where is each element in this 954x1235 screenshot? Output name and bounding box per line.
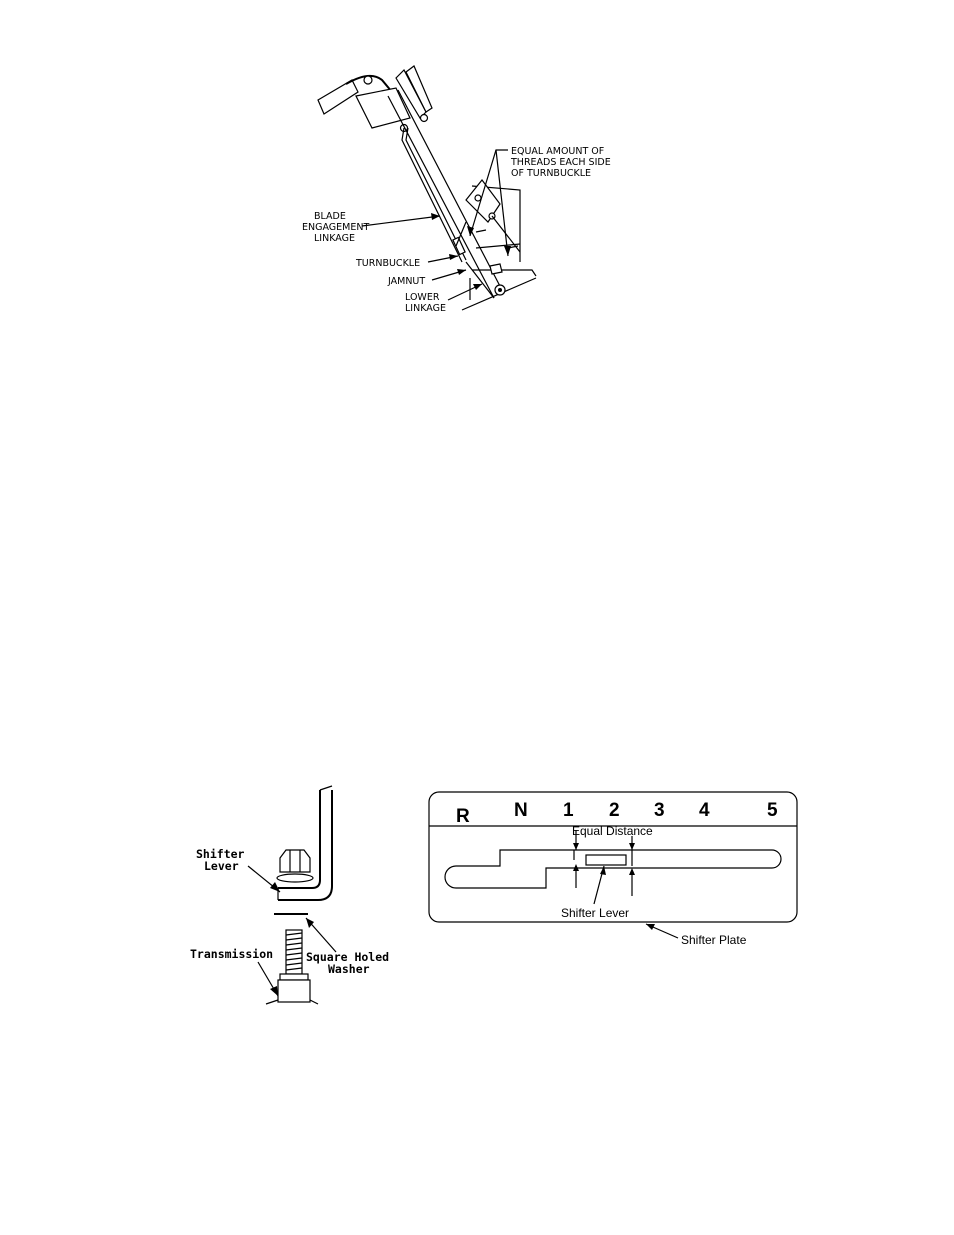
shifter-lever-diagram: Shifter Lever Transmission Square Holed … [190, 786, 389, 1004]
gear-5: 5 [767, 800, 778, 821]
threads-label-line1: EQUAL AMOUNT OF [511, 146, 604, 157]
lever-arm-outer [278, 790, 332, 900]
lower-label-line1: LOWER [405, 292, 440, 303]
shifter-lever-block [586, 855, 626, 865]
bracket-bolt-1 [475, 195, 481, 201]
blade-label-line1: BLADE [314, 211, 346, 222]
equal-distance-label: Equal Distance [572, 824, 653, 838]
transmission-label: Transmission [190, 947, 273, 961]
dim-arrowhead-1 [573, 843, 579, 850]
upper-bolt [421, 115, 428, 122]
blade-linkage-diagram: EQUAL AMOUNT OF THREADS EACH SIDE OF TUR… [302, 66, 611, 314]
threads-arrow-2 [504, 246, 511, 256]
turnbuckle-arrow [449, 254, 458, 260]
lever-arrow [600, 866, 606, 875]
dim-arrowhead-4 [629, 868, 635, 875]
gear-n: N [514, 800, 528, 821]
blade-leader [362, 216, 440, 226]
latch [490, 264, 502, 274]
gear-4: 4 [699, 800, 710, 821]
handle-grip [318, 80, 358, 114]
gear-2: 2 [609, 800, 620, 821]
boss-collar [280, 974, 308, 980]
lower-pivot-center [498, 288, 502, 292]
jamnut-label: JAMNUT [387, 276, 425, 287]
shifter-lever-label: Shifter Lever [561, 906, 629, 920]
gear-1: 1 [563, 800, 574, 821]
lever-arm-top [320, 786, 332, 790]
dim-arrowhead-3 [629, 843, 635, 850]
blade-label-line3: LINKAGE [314, 233, 355, 244]
lever-arm-inner [278, 790, 320, 888]
shifter-plate-diagram: R N 1 2 3 4 5 Equal Distance Shifter Lev… [429, 792, 797, 947]
shifter-plate-label: Shifter Plate [681, 933, 747, 947]
transmission-arrow [270, 986, 278, 996]
threaded-stud [286, 930, 302, 974]
threads-label-line3: OF TURNBUCKLE [511, 168, 591, 179]
gear-r: R [456, 806, 470, 827]
washer-label-line2: Washer [328, 962, 370, 976]
transmission-boss [278, 980, 310, 1002]
gear-3: 3 [654, 800, 665, 821]
jamnut-arrow [457, 269, 466, 275]
handle-pivot [364, 76, 372, 84]
shifter-label-line2: Lever [204, 859, 239, 873]
hex-nut [280, 850, 310, 872]
blade-label-line2: ENGAGEMENT [302, 222, 369, 233]
turnbuckle-label: TURNBUCKLE [355, 258, 420, 269]
nut-washer [277, 874, 313, 882]
lower-label-line2: LINKAGE [405, 303, 446, 314]
threads-label-line2: THREADS EACH SIDE [510, 157, 611, 168]
